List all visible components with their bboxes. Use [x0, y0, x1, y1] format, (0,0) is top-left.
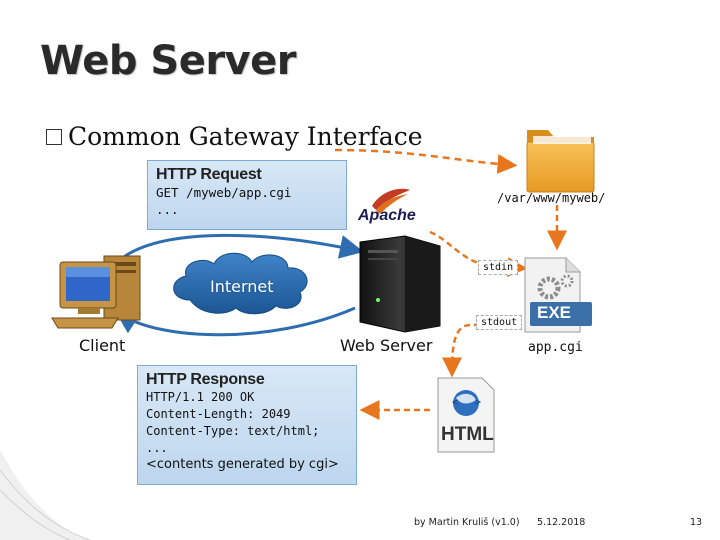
- html-logo-text: HTML: [441, 424, 494, 445]
- server-icon: [359, 235, 441, 333]
- request-arrow: [116, 233, 364, 264]
- http-response-callout: HTTP Response HTTP/1.1 200 OK Content-Le…: [137, 365, 357, 485]
- stdout-label: stdout: [476, 315, 523, 330]
- http-response-body-note: <contents generated by cgi>: [146, 457, 339, 472]
- folder-path-label: /var/www/myweb/: [497, 191, 606, 205]
- internet-label: Internet: [210, 277, 274, 296]
- http-request-callout: HTTP Request GET /myweb/app.cgi ...: [147, 160, 347, 230]
- exe-file-icon: [524, 257, 592, 333]
- svg-text:<: <: [452, 397, 458, 408]
- cgi-to-folder-arrow: [334, 148, 518, 174]
- client-label: Client: [79, 336, 126, 355]
- app-cgi-label: app.cgi: [528, 340, 583, 355]
- web-server-label: Web Server: [340, 336, 433, 355]
- exe-logo-text: EXE: [537, 303, 572, 322]
- http-request-title: HTTP Request: [156, 166, 262, 183]
- http-response-title: HTTP Response: [146, 371, 265, 388]
- svg-text:>: >: [475, 397, 481, 408]
- bullet-box-icon: [46, 128, 62, 145]
- folder-icon: [526, 130, 595, 193]
- http-request-body: GET /myweb/app.cgi ...: [156, 185, 292, 217]
- stdin-label: stdin: [478, 260, 519, 275]
- apache-feather-icon: [372, 188, 410, 214]
- footer-date: 5.12.2018: [537, 517, 586, 528]
- bullet-text: Common Gateway Interface: [68, 122, 423, 151]
- apache-logo-text: Apache: [358, 207, 416, 224]
- http-response-headers: HTTP/1.1 200 OK Content-Length: 2049 Con…: [146, 390, 320, 455]
- html-file-icon: < >: [437, 377, 495, 453]
- footer-author: by Martin Kruliš (v1.0): [414, 517, 520, 528]
- slide-title: Web Server: [40, 38, 296, 84]
- slide-corner-decoration: [0, 450, 91, 540]
- stdout-to-html-arrow: [442, 323, 520, 378]
- computer-icon: [51, 255, 141, 329]
- response-arrow: [114, 306, 356, 337]
- footer-page-number: 13: [690, 517, 703, 528]
- cloud-icon: [173, 252, 308, 315]
- bullet-item: Common Gateway Interface: [46, 122, 423, 151]
